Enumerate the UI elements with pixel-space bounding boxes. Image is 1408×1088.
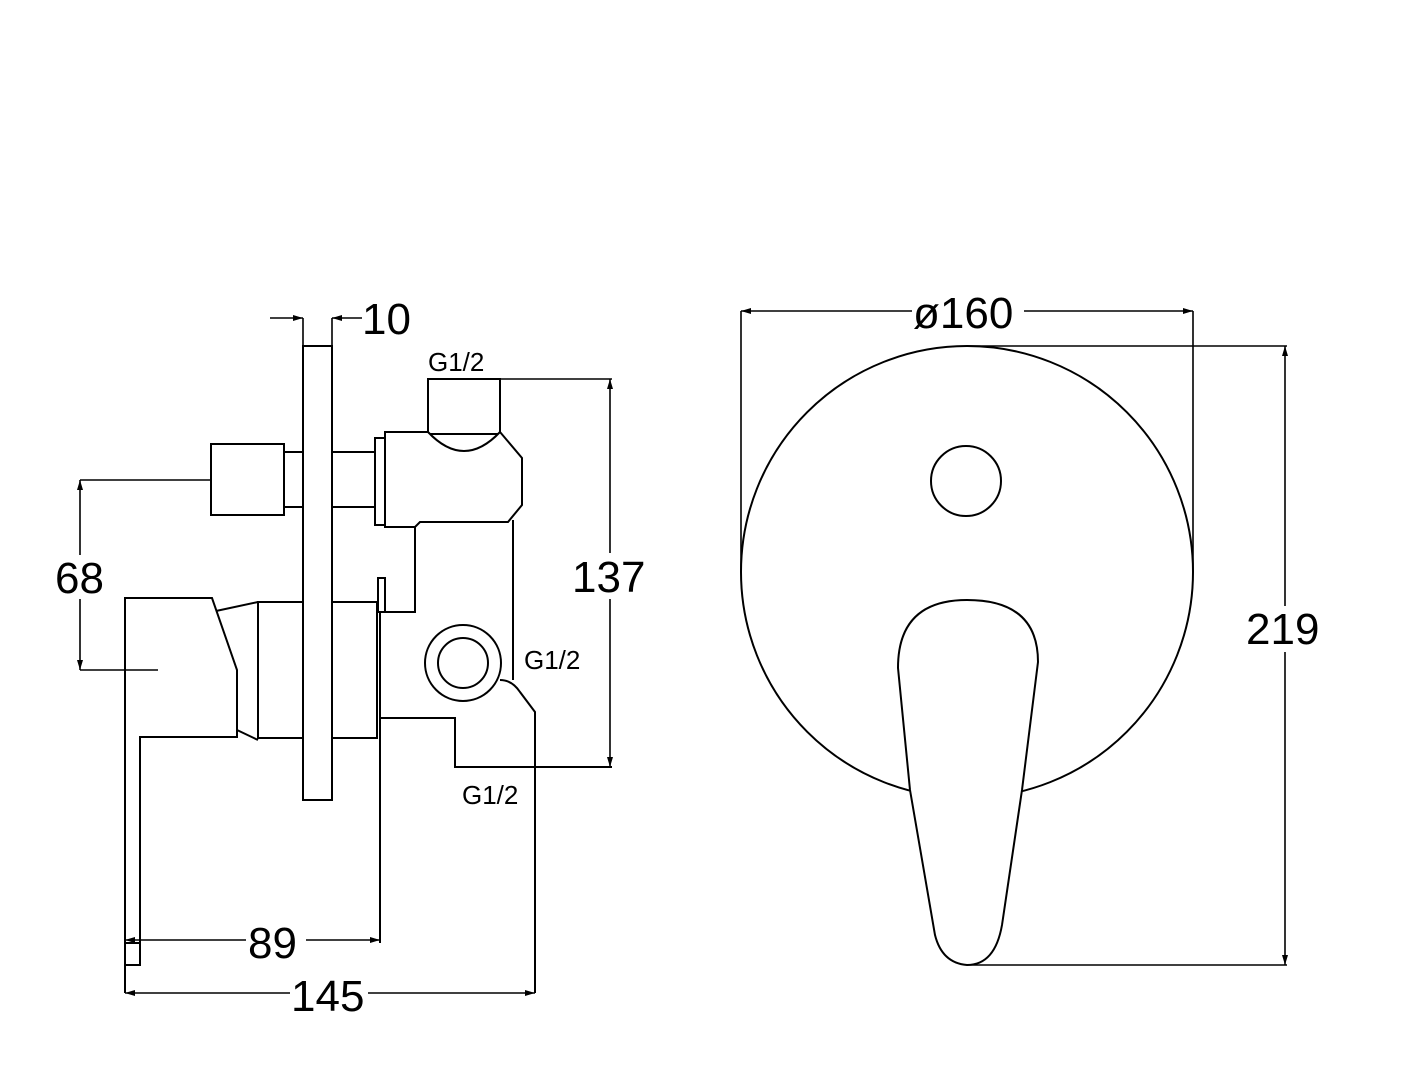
dim-219-mask xyxy=(1246,606,1328,652)
dim-total-depth: 145 xyxy=(291,972,364,1021)
right-outlet-thread-label: G1/2 xyxy=(524,645,580,675)
dim-height-offset: 68 xyxy=(55,554,104,603)
dim-total-height: 219 xyxy=(1246,605,1319,654)
dim-plate-diameter: ø160 xyxy=(913,289,1013,338)
right-outlet-bore xyxy=(437,637,489,689)
dim-137-mask xyxy=(572,553,652,599)
diverter-knob xyxy=(210,443,285,516)
dim-10-ext xyxy=(302,318,333,346)
dim-plate-thickness: 10 xyxy=(362,295,411,344)
lever-neck xyxy=(215,601,259,741)
dim-145-mask xyxy=(290,972,368,1016)
dim-outlet-spacing: 137 xyxy=(572,553,645,602)
lever-handle-front xyxy=(896,598,1040,967)
lever-tip xyxy=(124,942,140,993)
diverter-knob-front xyxy=(930,445,1002,517)
bottom-outlet xyxy=(380,717,612,768)
dim-160-ext xyxy=(740,311,1194,572)
top-outlet-thread-label: G1/2 xyxy=(428,347,484,377)
diverter-collar xyxy=(374,437,386,526)
dim-depth-to-plate: 89 xyxy=(248,919,297,968)
dim-219-ext xyxy=(967,345,1287,966)
right-outlet-ring xyxy=(424,624,502,702)
bottom-outlet-thread-label: G1/2 xyxy=(462,780,518,810)
front-view: ø160 219 xyxy=(740,289,1328,967)
side-view: 10 68 137 G1/2 G1/2 G1/2 89 145 xyxy=(50,295,652,1021)
diverter-stem-rear xyxy=(331,451,376,508)
valve-tab xyxy=(377,577,386,613)
lever-handle xyxy=(124,597,238,966)
dim-68-ext xyxy=(80,479,211,671)
valve-body-lower xyxy=(499,679,536,993)
top-outlet xyxy=(427,378,501,435)
dim-160-mask xyxy=(912,290,1024,332)
diverter-stem xyxy=(283,451,304,508)
wall-plate xyxy=(302,345,333,801)
dim-68-mask xyxy=(50,555,110,599)
dim-89-mask xyxy=(246,920,306,960)
diverter-body xyxy=(384,430,523,528)
valve-body-edge xyxy=(385,527,416,613)
